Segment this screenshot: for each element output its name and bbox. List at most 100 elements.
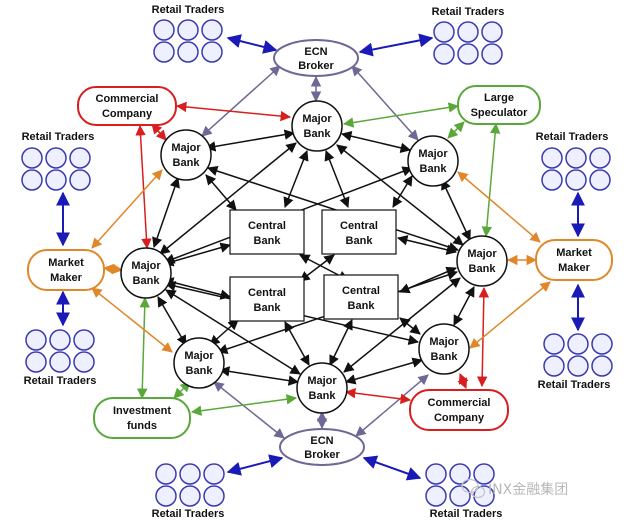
edge-cc-top-mb-topleft [151, 123, 167, 141]
edge-mm-right-mb-bottomright [469, 281, 551, 349]
retail-trader-icons [425, 463, 495, 507]
edge-retail-br-ecn [362, 455, 422, 481]
ecn-broker-top-line2: Broker [298, 60, 334, 72]
retail-traders-label: Retail Traders [152, 4, 225, 16]
edge-mb-left-cb1 [162, 242, 232, 267]
edges [56, 33, 585, 481]
edge-mb-top-mb-topright [340, 131, 412, 153]
edge-ecn-bottom-mb-bottomright [355, 374, 429, 437]
central-bank-line1: Central [248, 287, 286, 299]
edge-ls-mb-top [342, 102, 460, 128]
edge-if-mb-left [137, 296, 150, 400]
retail-traders-label: Retail Traders [432, 6, 505, 18]
investment-funds-line2: funds [127, 420, 157, 432]
major-bank-line2: Bank [469, 263, 497, 275]
edge-mb-bottomright-cb4 [399, 317, 421, 335]
commercial-company-top-line2: Company [102, 108, 153, 120]
retail-traders-top-right: Retail Traders [432, 6, 505, 65]
retail-traders-label: Retail Traders [24, 375, 97, 387]
central-bank-line2: Bank [254, 302, 282, 314]
retail-traders-label: Retail Traders [22, 131, 95, 143]
central-bank-line2: Bank [346, 235, 374, 247]
retail-traders-label: Retail Traders [152, 508, 225, 520]
edge-mb-bottom-cb3 [284, 321, 310, 366]
major-bank-line2: Bank [133, 275, 161, 287]
retail-traders-label: Retail Traders [536, 131, 609, 143]
edge-mb-right-mb-bottomright [453, 286, 475, 326]
major-bank-line1: Major [184, 350, 214, 362]
large-speculator: Large Speculator [457, 85, 541, 125]
edge-mm-left-mb-topleft [91, 169, 163, 249]
major-bank-top-left: Major Bank [160, 129, 212, 181]
retail-traders-mid-left: Retail Traders [21, 131, 95, 191]
wechat-icon [461, 478, 486, 499]
commercial-company-top-line1: Commercial [96, 93, 159, 105]
commercial-company-top: Commercial Company [77, 86, 177, 126]
market-maker-right-line2: Maker [558, 262, 591, 274]
central-bank-top-left: Central Bank [229, 209, 305, 255]
retail-traders-bottom-left: Retail Traders [152, 463, 225, 520]
retail-traders-label: Retail Traders [538, 379, 611, 391]
major-bank-right: Major Bank [456, 235, 508, 287]
central-bank-line2: Bank [348, 300, 376, 312]
retail-traders-bottom-left-side: Retail Traders [24, 329, 97, 387]
ecn-broker-top: ECN Broker [273, 39, 359, 77]
major-bank-bottom-right: Major Bank [418, 323, 470, 375]
edge-mm-left-mb-left [102, 263, 124, 275]
edge-ls-mb-topright [447, 121, 465, 139]
major-bank-line1: Major [418, 148, 448, 160]
edge-ecn-top-mb-topleft [201, 65, 281, 137]
ecn-broker-bottom-line1: ECN [310, 435, 333, 447]
retail-traders-bottom-right: Retail Traders [425, 463, 503, 520]
central-bank-line1: Central [340, 220, 378, 232]
market-maker-right-line1: Market [556, 247, 592, 259]
retail-trader-icons [543, 333, 613, 377]
retail-trader-icons [153, 19, 223, 63]
major-bank-line2: Bank [304, 128, 332, 140]
edge-mb-right-cb2 [396, 235, 458, 255]
edge-mm-left-mb-bottomleft [91, 287, 173, 353]
major-bank-line2: Bank [420, 163, 448, 175]
edge-retail-bl-ecn [226, 454, 284, 476]
central-bank-bottom-right: Central Bank [323, 274, 399, 320]
ecn-broker-top-line1: ECN [304, 46, 327, 58]
commercial-company-bottom-line2: Company [434, 412, 485, 424]
major-bank-line1: Major [467, 248, 497, 260]
retail-traders-bottom-right-side: Retail Traders [538, 333, 613, 391]
retail-traders-mid-right: Retail Traders [536, 131, 611, 191]
edge-retail-tr-ecn [358, 33, 434, 57]
investment-funds-line1: Investment [113, 405, 171, 417]
retail-trader-icons [155, 463, 225, 507]
edge-mb-left-mb-bottomleft [157, 296, 187, 346]
retail-traders-label: Retail Traders [430, 508, 503, 520]
central-bank-line1: Central [342, 285, 380, 297]
edge-mm-right-mb-topright [457, 171, 541, 243]
large-speculator-line1: Large [484, 92, 514, 104]
major-bank-line2: Bank [431, 351, 459, 363]
commercial-company-bottom-line1: Commercial [428, 397, 491, 409]
central-bank-top-right: Central Bank [321, 209, 397, 255]
edge-cc-bottom-mb-bottomright [457, 373, 469, 389]
watermark-text: INX金融集团 [488, 481, 568, 498]
major-bank-line1: Major [307, 375, 337, 387]
edge-ecn-bottom-mb-bottomleft [213, 381, 285, 439]
ecn-broker-bottom: ECN Broker [279, 428, 365, 466]
major-bank-top-right: Major Bank [407, 135, 459, 187]
edge-mb-bottomleft-cb3 [209, 319, 239, 346]
major-bank-bottom-left: Major Bank [173, 337, 225, 389]
market-maker-right: Market Maker [535, 239, 613, 281]
edge-ecn-top-mb-topright [351, 65, 419, 141]
retail-trader-icons [541, 147, 611, 191]
major-bank-line2: Bank [173, 157, 201, 169]
edge-cc-top-mb-top [175, 101, 292, 122]
ecn-broker-bottom-line2: Broker [304, 449, 340, 461]
investment-funds: Investment funds [93, 397, 191, 439]
edge-mb-top-cb1 [283, 150, 309, 208]
major-bank-line1: Major [131, 260, 161, 272]
edge-cb-cross-b [299, 254, 335, 282]
edge-mb-topleft-mb-left [152, 177, 180, 248]
commercial-company-bottom: Commercial Company [409, 389, 509, 431]
market-maker-left-line1: Market [48, 257, 84, 269]
edge-ls-mb-right [481, 122, 501, 238]
